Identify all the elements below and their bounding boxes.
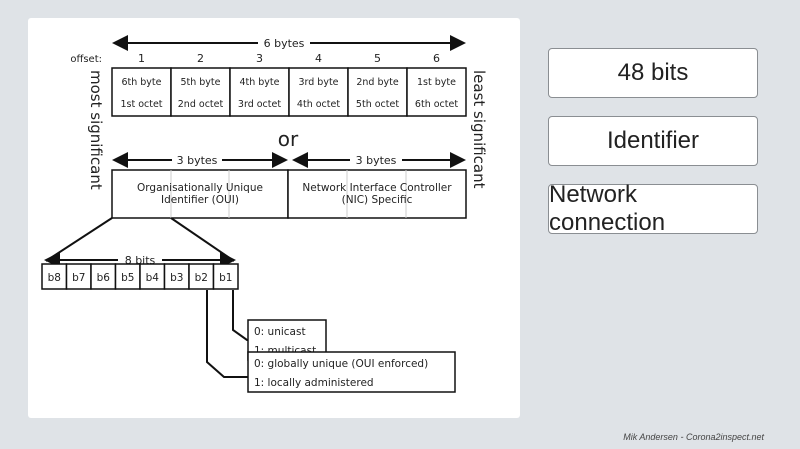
oui-span-label: 3 bytes bbox=[177, 154, 218, 167]
byte-label: 2nd byte bbox=[356, 77, 398, 88]
bit-cell: b3 bbox=[163, 263, 190, 290]
oui-box: Organisationally Unique Identifier (OUI) bbox=[111, 169, 289, 219]
bit-label: b6 bbox=[97, 272, 111, 284]
octet-label: 3rd octet bbox=[238, 99, 281, 110]
bit-label: b3 bbox=[170, 272, 183, 284]
bit-label: b7 bbox=[72, 272, 85, 284]
bit-cell: b5 bbox=[114, 263, 141, 290]
byte-label: 4th byte bbox=[239, 77, 279, 88]
byte-cell: 3rd byte 4th octet bbox=[288, 67, 349, 117]
byte-cell: 6th byte 1st octet bbox=[111, 67, 172, 117]
bit-cell: b4 bbox=[139, 263, 166, 290]
bit-label: b4 bbox=[146, 272, 160, 284]
bit-label: b1 bbox=[219, 272, 232, 284]
bit-label: b5 bbox=[121, 272, 134, 284]
diagram-panel: 6 bytes offset: 1 2 3 4 5 6 6th byte 1st octet… bbox=[28, 18, 520, 418]
nic-box: Network Interface Controller (NIC) Speci… bbox=[287, 169, 467, 219]
byte-label: 6th byte bbox=[121, 77, 161, 88]
keyword-identifier: Identifier bbox=[548, 116, 758, 166]
bit-cell: b2 bbox=[188, 263, 215, 290]
bit-row: b8 b7 b6 b5 b4 b3 b2 b1 bbox=[41, 263, 239, 290]
most-significant-label: most significant bbox=[87, 70, 105, 190]
expansion-line-right bbox=[170, 217, 235, 262]
b2-meaning-line-1: 0: globally unique (OUI enforced) bbox=[254, 358, 428, 370]
bit-label: b8 bbox=[48, 272, 61, 284]
least-significant-label: least significant bbox=[470, 70, 488, 189]
offset-number: 1 bbox=[138, 52, 145, 65]
keyword-network-connection: Network connection bbox=[548, 181, 758, 236]
bit-cell: b7 bbox=[65, 263, 92, 290]
byte-cell: 1st byte 6th octet bbox=[406, 67, 467, 117]
mac-address-diagram: 6 bytes offset: 1 2 3 4 5 6 6th byte 1st octet… bbox=[41, 35, 488, 393]
octet-label: 6th octet bbox=[415, 99, 458, 110]
offset-number: 3 bbox=[256, 52, 263, 65]
octet-label: 2nd octet bbox=[178, 99, 224, 110]
oui-line-1: Organisationally Unique bbox=[137, 182, 263, 194]
oui-span-arrow: 3 bytes bbox=[112, 152, 288, 168]
offset-number: 6 bbox=[433, 52, 440, 65]
offset-number: 4 bbox=[315, 52, 322, 65]
nic-span-arrow: 3 bytes bbox=[292, 152, 466, 168]
byte-row: 6th byte 1st octet 5th byte 2nd octet 4th by… bbox=[111, 67, 467, 117]
b2-meaning-line-2: 1: locally administered bbox=[254, 377, 374, 389]
byte-label: 1st byte bbox=[417, 77, 456, 88]
b1-meaning-line-1: 0: unicast bbox=[254, 326, 306, 338]
b2-meaning-box: 0: globally unique (OUI enforced) 1: loc… bbox=[247, 351, 456, 393]
credit-text: Mik Andersen - Corona2inspect.net bbox=[623, 432, 764, 442]
or-label: or bbox=[278, 127, 299, 151]
bit-cell: b1 bbox=[212, 263, 239, 290]
byte-label: 5th byte bbox=[180, 77, 220, 88]
octet-label: 1st octet bbox=[120, 99, 162, 110]
octet-label: 4th octet bbox=[297, 99, 340, 110]
oui-line-2: Identifier (OUI) bbox=[161, 194, 239, 206]
bit-label: b2 bbox=[195, 272, 208, 284]
nic-line-1: Network Interface Controller bbox=[302, 182, 452, 194]
nic-span-label: 3 bytes bbox=[356, 154, 397, 167]
bit-cell: b6 bbox=[90, 263, 117, 290]
offset-number: 5 bbox=[374, 52, 381, 65]
byte-label: 3rd byte bbox=[298, 77, 338, 88]
offset-number: 2 bbox=[197, 52, 204, 65]
expansion-line-left bbox=[45, 217, 113, 262]
bit-cell: b8 bbox=[41, 263, 68, 290]
byte-cell: 5th byte 2nd octet bbox=[170, 67, 231, 117]
keyword-48-bits: 48 bits bbox=[548, 48, 758, 98]
nic-line-2: (NIC) Specific bbox=[342, 194, 413, 206]
six-bytes-label: 6 bytes bbox=[264, 37, 305, 50]
byte-cell: 2nd byte 5th octet bbox=[347, 67, 408, 117]
six-bytes-arrow: 6 bytes bbox=[112, 35, 466, 51]
octet-label: 5th octet bbox=[356, 99, 399, 110]
offset-label: offset: bbox=[70, 54, 102, 65]
byte-cell: 4th byte 3rd octet bbox=[229, 67, 290, 117]
